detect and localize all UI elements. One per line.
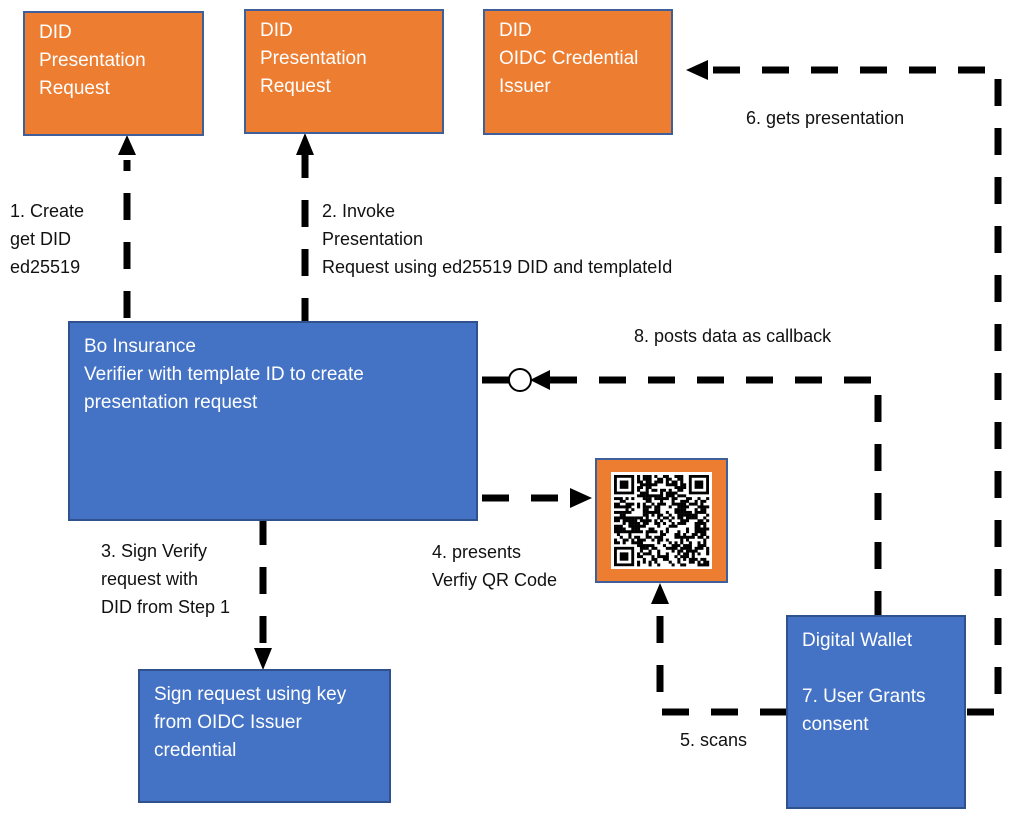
label-text: 5. scans — [680, 730, 748, 750]
edge-step3-arrow — [254, 518, 272, 670]
edge-label-step8: 8. posts data as callback — [634, 322, 831, 350]
node-text: Request — [260, 76, 331, 97]
edge-label-step3: 3. Sign Verify request with DID from Ste… — [101, 537, 230, 621]
label-text: Request using ed25519 DID and templateId — [322, 257, 673, 277]
label-text: 8. posts data as callback — [634, 326, 832, 346]
label-text: DID from Step 1 — [101, 597, 231, 617]
node-spacer — [802, 655, 950, 683]
label-text: 2. Invoke — [322, 201, 396, 221]
node-text: presentation request — [84, 392, 258, 413]
edge-step2-arrow — [296, 133, 314, 325]
label-text: get DID — [10, 229, 72, 249]
label-text: 1. Create — [10, 201, 85, 221]
label-text: Verfiy QR Code — [432, 570, 558, 590]
edge-step1-arrow — [118, 135, 136, 318]
node-text: Verifier with template ID to create — [84, 364, 364, 385]
node-digital-wallet: Digital Wallet 7. User Grants consent — [786, 615, 966, 809]
node-bo-insurance-verifier: Bo Insurance Verifier with template ID t… — [68, 321, 478, 521]
node-title: Digital Wallet — [802, 630, 913, 651]
label-text: 4. presents — [432, 542, 522, 562]
node-text: 7. User Grants — [802, 686, 926, 707]
node-text: Issuer — [499, 76, 551, 97]
node-title: Bo Insurance — [84, 336, 196, 357]
node-title: Sign request using key — [154, 684, 347, 705]
edge-step4-arrow — [482, 488, 592, 508]
node-text: Presentation — [39, 50, 146, 71]
label-text: Presentation — [322, 229, 424, 249]
edge-label-step1: 1. Create get DID ed25519 — [10, 197, 84, 281]
node-text: Request — [39, 78, 110, 99]
node-text: from OIDC Issuer — [154, 712, 302, 733]
node-title: DID — [39, 22, 72, 43]
node-text: OIDC Credential — [499, 48, 639, 69]
edge-label-step5: 5. scans — [680, 726, 747, 754]
edge-label-step2: 2. Invoke Presentation Request using ed2… — [322, 197, 672, 281]
node-qr-code — [595, 458, 728, 583]
node-did-presentation-request-1: DID Presentation Request — [23, 11, 204, 136]
node-title: DID — [260, 20, 293, 41]
node-did-oidc-credential-issuer: DID OIDC Credential Issuer — [483, 9, 673, 135]
node-sign-request: Sign request using key from OIDC Issuer … — [138, 669, 391, 803]
edge-step8-arrow — [482, 368, 882, 618]
edge-label-step4: 4. presents Verfiy QR Code — [432, 538, 557, 594]
edge-label-step6: 6. gets presentation — [746, 104, 904, 132]
node-text: consent — [802, 714, 869, 735]
label-text: request with — [101, 569, 199, 589]
edge-step5-arrow — [651, 583, 787, 716]
label-text: 6. gets presentation — [746, 108, 905, 128]
node-text: credential — [154, 740, 237, 761]
callback-endpoint-circle — [508, 368, 532, 392]
edge-step6-arrow — [686, 60, 1002, 716]
node-did-presentation-request-2: DID Presentation Request — [244, 9, 444, 134]
node-title: DID — [499, 20, 532, 41]
label-text: 3. Sign Verify — [101, 541, 208, 561]
qr-code-icon — [611, 472, 712, 569]
node-text: Presentation — [260, 48, 367, 69]
label-text: ed25519 — [10, 257, 81, 277]
